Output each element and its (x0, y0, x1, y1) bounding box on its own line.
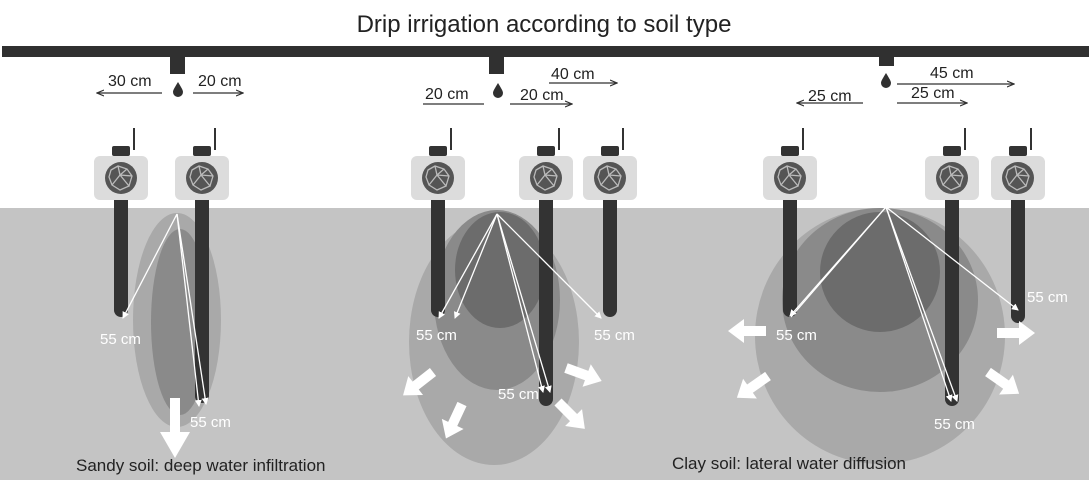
clay-caption: Clay soil: lateral water diffusion (672, 454, 906, 473)
water-drop-icon (881, 73, 891, 88)
flow-arrow-icon (564, 363, 602, 387)
depth-label: 55 cm (776, 327, 817, 344)
flow-arrow-icon (160, 398, 190, 458)
water-drop-icon (173, 82, 183, 97)
flow-arrow-icon (554, 398, 585, 429)
flow-arrow-icon (403, 368, 437, 396)
depth-label: 55 cm (190, 414, 231, 431)
flow-arrow-icon (985, 367, 1020, 395)
spacing-label: 45 cm (930, 65, 974, 82)
spacing-label: 25 cm (911, 85, 955, 102)
depth-label: 55 cm (1027, 289, 1068, 306)
depth-label: 55 cm (416, 327, 457, 344)
flow-arrow-icon (997, 321, 1035, 345)
clay-soil-group: 55 cm 55 cm 55 cm 45 cm 25 cm 25 cm (728, 65, 1068, 464)
sensor-probe (945, 153, 959, 406)
water-drop-icon (493, 83, 503, 98)
wet-bulb-inner (820, 212, 940, 332)
soil-moisture-sensor-icon (990, 155, 1046, 201)
spacing-label: 40 cm (551, 66, 595, 83)
drip-pipe (2, 46, 1089, 57)
soil-moisture-sensor-icon (582, 155, 638, 201)
spacing-label: 20 cm (520, 87, 564, 104)
emitter-clay (879, 56, 894, 66)
depth-label: 55 cm (594, 327, 635, 344)
flow-arrow-icon (441, 401, 467, 439)
spacing-label: 20 cm (425, 86, 469, 103)
soil-moisture-sensor-icon (93, 155, 149, 201)
soil-moisture-sensor-icon (410, 155, 466, 201)
spacing-label: 25 cm (808, 88, 852, 105)
flow-arrow-icon (736, 371, 771, 399)
page-title: Drip irrigation according to soil type (357, 11, 732, 38)
flow-arrow-icon (728, 319, 766, 343)
emitter-loam (489, 56, 504, 74)
soil-moisture-sensor-icon (174, 155, 230, 201)
depth-label: 55 cm (498, 386, 539, 403)
soil-moisture-sensor-icon (762, 155, 818, 201)
wet-bulb-inner (455, 212, 545, 328)
soil-moisture-sensor-icon (924, 155, 980, 201)
sandy-soil-group: 55 cm 55 cm 30 cm 20 cm (93, 73, 243, 458)
spacing-label: 20 cm (198, 73, 242, 90)
depth-label: 55 cm (100, 331, 141, 348)
spacing-label: 30 cm (108, 73, 152, 90)
emitter-sandy (170, 56, 185, 74)
depth-label: 55 cm (934, 416, 975, 433)
sandy-caption: Sandy soil: deep water infiltration (76, 456, 325, 475)
soil-moisture-sensor-icon (518, 155, 574, 201)
sensor-probe (195, 153, 209, 403)
sensor-probe (539, 153, 553, 406)
loam-soil-group: 55 cm 55 cm 55 cm 40 cm 20 cm 20 cm (403, 66, 638, 465)
